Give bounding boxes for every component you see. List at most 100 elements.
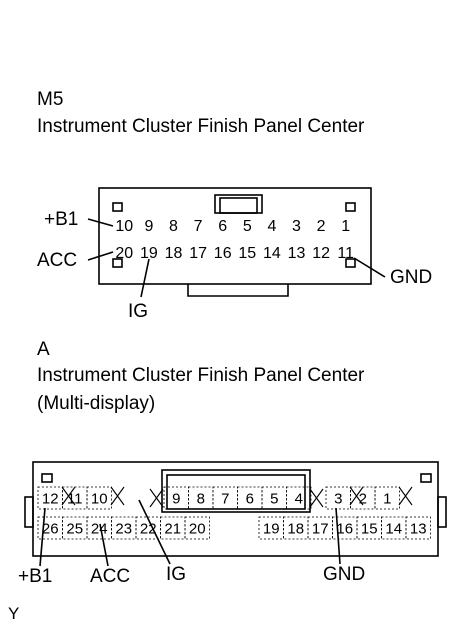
pin-number: 1 xyxy=(383,490,391,507)
pin-22: 22 xyxy=(135,516,161,540)
pin-5: 5 xyxy=(261,486,287,510)
pin-12: 12 xyxy=(312,245,330,262)
pin-number: 22 xyxy=(140,520,157,537)
connector-m5-leaders xyxy=(87,218,386,298)
pin-number: 18 xyxy=(165,245,183,262)
pin-number: 21 xyxy=(164,520,181,537)
unused-cavity-mark xyxy=(110,486,125,506)
pin-number: 5 xyxy=(243,218,252,235)
pin-8: 8 xyxy=(169,218,178,235)
pin-20: 20 xyxy=(184,516,210,540)
connector-a-name: Instrument Cluster Finish Panel Center xyxy=(37,365,365,386)
pin-16: 16 xyxy=(214,245,232,262)
pin-3: 3 xyxy=(325,486,351,510)
pin-number: 3 xyxy=(292,218,301,235)
pin-number: 17 xyxy=(189,245,207,262)
connector-a-code: A xyxy=(37,339,50,360)
pin-number: 13 xyxy=(410,520,427,537)
pin-number: 13 xyxy=(288,245,306,262)
pin-number: 11 xyxy=(67,490,83,507)
pin-number: 17 xyxy=(312,520,329,537)
pin-26: 26 xyxy=(37,516,63,540)
pin-7: 7 xyxy=(194,218,203,235)
unused-cavity-mark xyxy=(309,488,324,508)
connector-a-subname: (Multi-display) xyxy=(37,393,156,414)
pin-number: 12 xyxy=(312,245,330,262)
pin-11: 11 xyxy=(337,245,354,262)
unused-cavity-mark xyxy=(61,486,76,506)
pin-number: 19 xyxy=(140,245,158,262)
pin-1: 1 xyxy=(374,486,400,510)
pin-18: 18 xyxy=(283,516,309,540)
pin-6: 6 xyxy=(237,486,263,510)
pin-17: 17 xyxy=(189,245,207,262)
connector-a-unused-cavities xyxy=(61,486,413,508)
a-label-acc: ACC xyxy=(90,566,130,587)
pin-5: 5 xyxy=(243,218,252,235)
pin-number: 2 xyxy=(359,490,367,507)
unused-cavity-mark xyxy=(349,486,364,506)
m5-label-acc: ACC xyxy=(37,250,77,271)
connector-a-leaders xyxy=(39,499,341,567)
pin-number: 3 xyxy=(334,490,342,507)
pin-number: 14 xyxy=(263,245,281,262)
pin-11: 11 xyxy=(62,486,88,510)
a-label-ig: IG xyxy=(166,564,186,585)
pin-number: 14 xyxy=(385,520,402,537)
pin-3: 3 xyxy=(292,218,301,235)
pin-number: 18 xyxy=(287,520,304,537)
pin-number: 10 xyxy=(115,218,133,235)
pin-number: 25 xyxy=(66,520,83,537)
pin-24: 24 xyxy=(86,516,112,540)
pin-number: 4 xyxy=(267,218,276,235)
pin-17: 17 xyxy=(307,516,333,540)
pin-2: 2 xyxy=(317,218,326,235)
pin-number: 12 xyxy=(42,490,59,507)
pin-number: 9 xyxy=(172,490,180,507)
pin-16: 16 xyxy=(332,516,358,540)
pin-4: 4 xyxy=(286,486,312,510)
pin-number: 9 xyxy=(144,218,153,235)
pin-25: 25 xyxy=(62,516,88,540)
pin-10: 10 xyxy=(115,218,133,235)
connector-m5-name: Instrument Cluster Finish Panel Center xyxy=(37,116,365,137)
unused-cavity-mark xyxy=(149,488,164,508)
pin-number: 6 xyxy=(246,490,254,507)
pin-13: 13 xyxy=(288,245,306,262)
pin-number: 7 xyxy=(221,490,229,507)
pin-14: 14 xyxy=(381,516,407,540)
pin-14: 14 xyxy=(263,245,281,262)
pin-6: 6 xyxy=(218,218,227,235)
pin-23: 23 xyxy=(111,516,137,540)
pin-10: 10 xyxy=(86,486,112,510)
pin-19: 19 xyxy=(140,245,158,262)
pin-number: 16 xyxy=(336,520,353,537)
pin-19: 19 xyxy=(258,516,284,540)
connector-m5-code: M5 xyxy=(37,89,64,110)
m5-label-b1: +B1 xyxy=(44,209,78,230)
m5-label-ig: IG xyxy=(128,301,148,322)
pin-9: 9 xyxy=(144,218,153,235)
pin-4: 4 xyxy=(267,218,276,235)
pin-number: 15 xyxy=(361,520,378,537)
pin-number: 26 xyxy=(42,520,59,537)
a-label-gnd: GND xyxy=(323,564,365,585)
pin-number: 1 xyxy=(341,218,350,235)
pin-12: 12 xyxy=(37,486,63,510)
pin-number: 19 xyxy=(263,520,280,537)
pin-7: 7 xyxy=(212,486,238,510)
pin-18: 18 xyxy=(165,245,183,262)
pin-number: 6 xyxy=(218,218,227,235)
pin-number: 2 xyxy=(317,218,326,235)
pin-number: 15 xyxy=(238,245,256,262)
a-label-b1: +B1 xyxy=(18,566,52,587)
pin-13: 13 xyxy=(405,516,431,540)
pin-number: 24 xyxy=(91,520,108,537)
pin-15: 15 xyxy=(238,245,256,262)
pin-number: 16 xyxy=(214,245,232,262)
pin-number: 10 xyxy=(91,490,108,507)
